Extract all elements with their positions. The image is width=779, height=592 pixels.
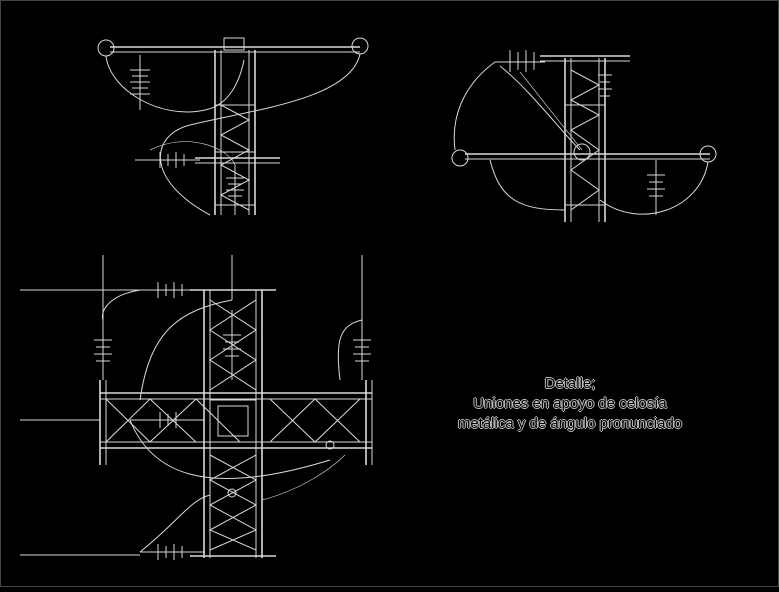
detail-top-right xyxy=(451,50,717,222)
detail-bottom-plan xyxy=(20,255,373,560)
caption-line-1: Detalle; xyxy=(544,375,596,392)
detail-top-left xyxy=(97,37,369,216)
detail-caption: Detalle; Uniones en apoyo de celosía met… xyxy=(440,374,700,434)
caption-line-3: metálica y de ángulo pronunciado xyxy=(457,415,683,432)
caption-line-2: Uniones en apoyo de celosía xyxy=(473,395,667,412)
